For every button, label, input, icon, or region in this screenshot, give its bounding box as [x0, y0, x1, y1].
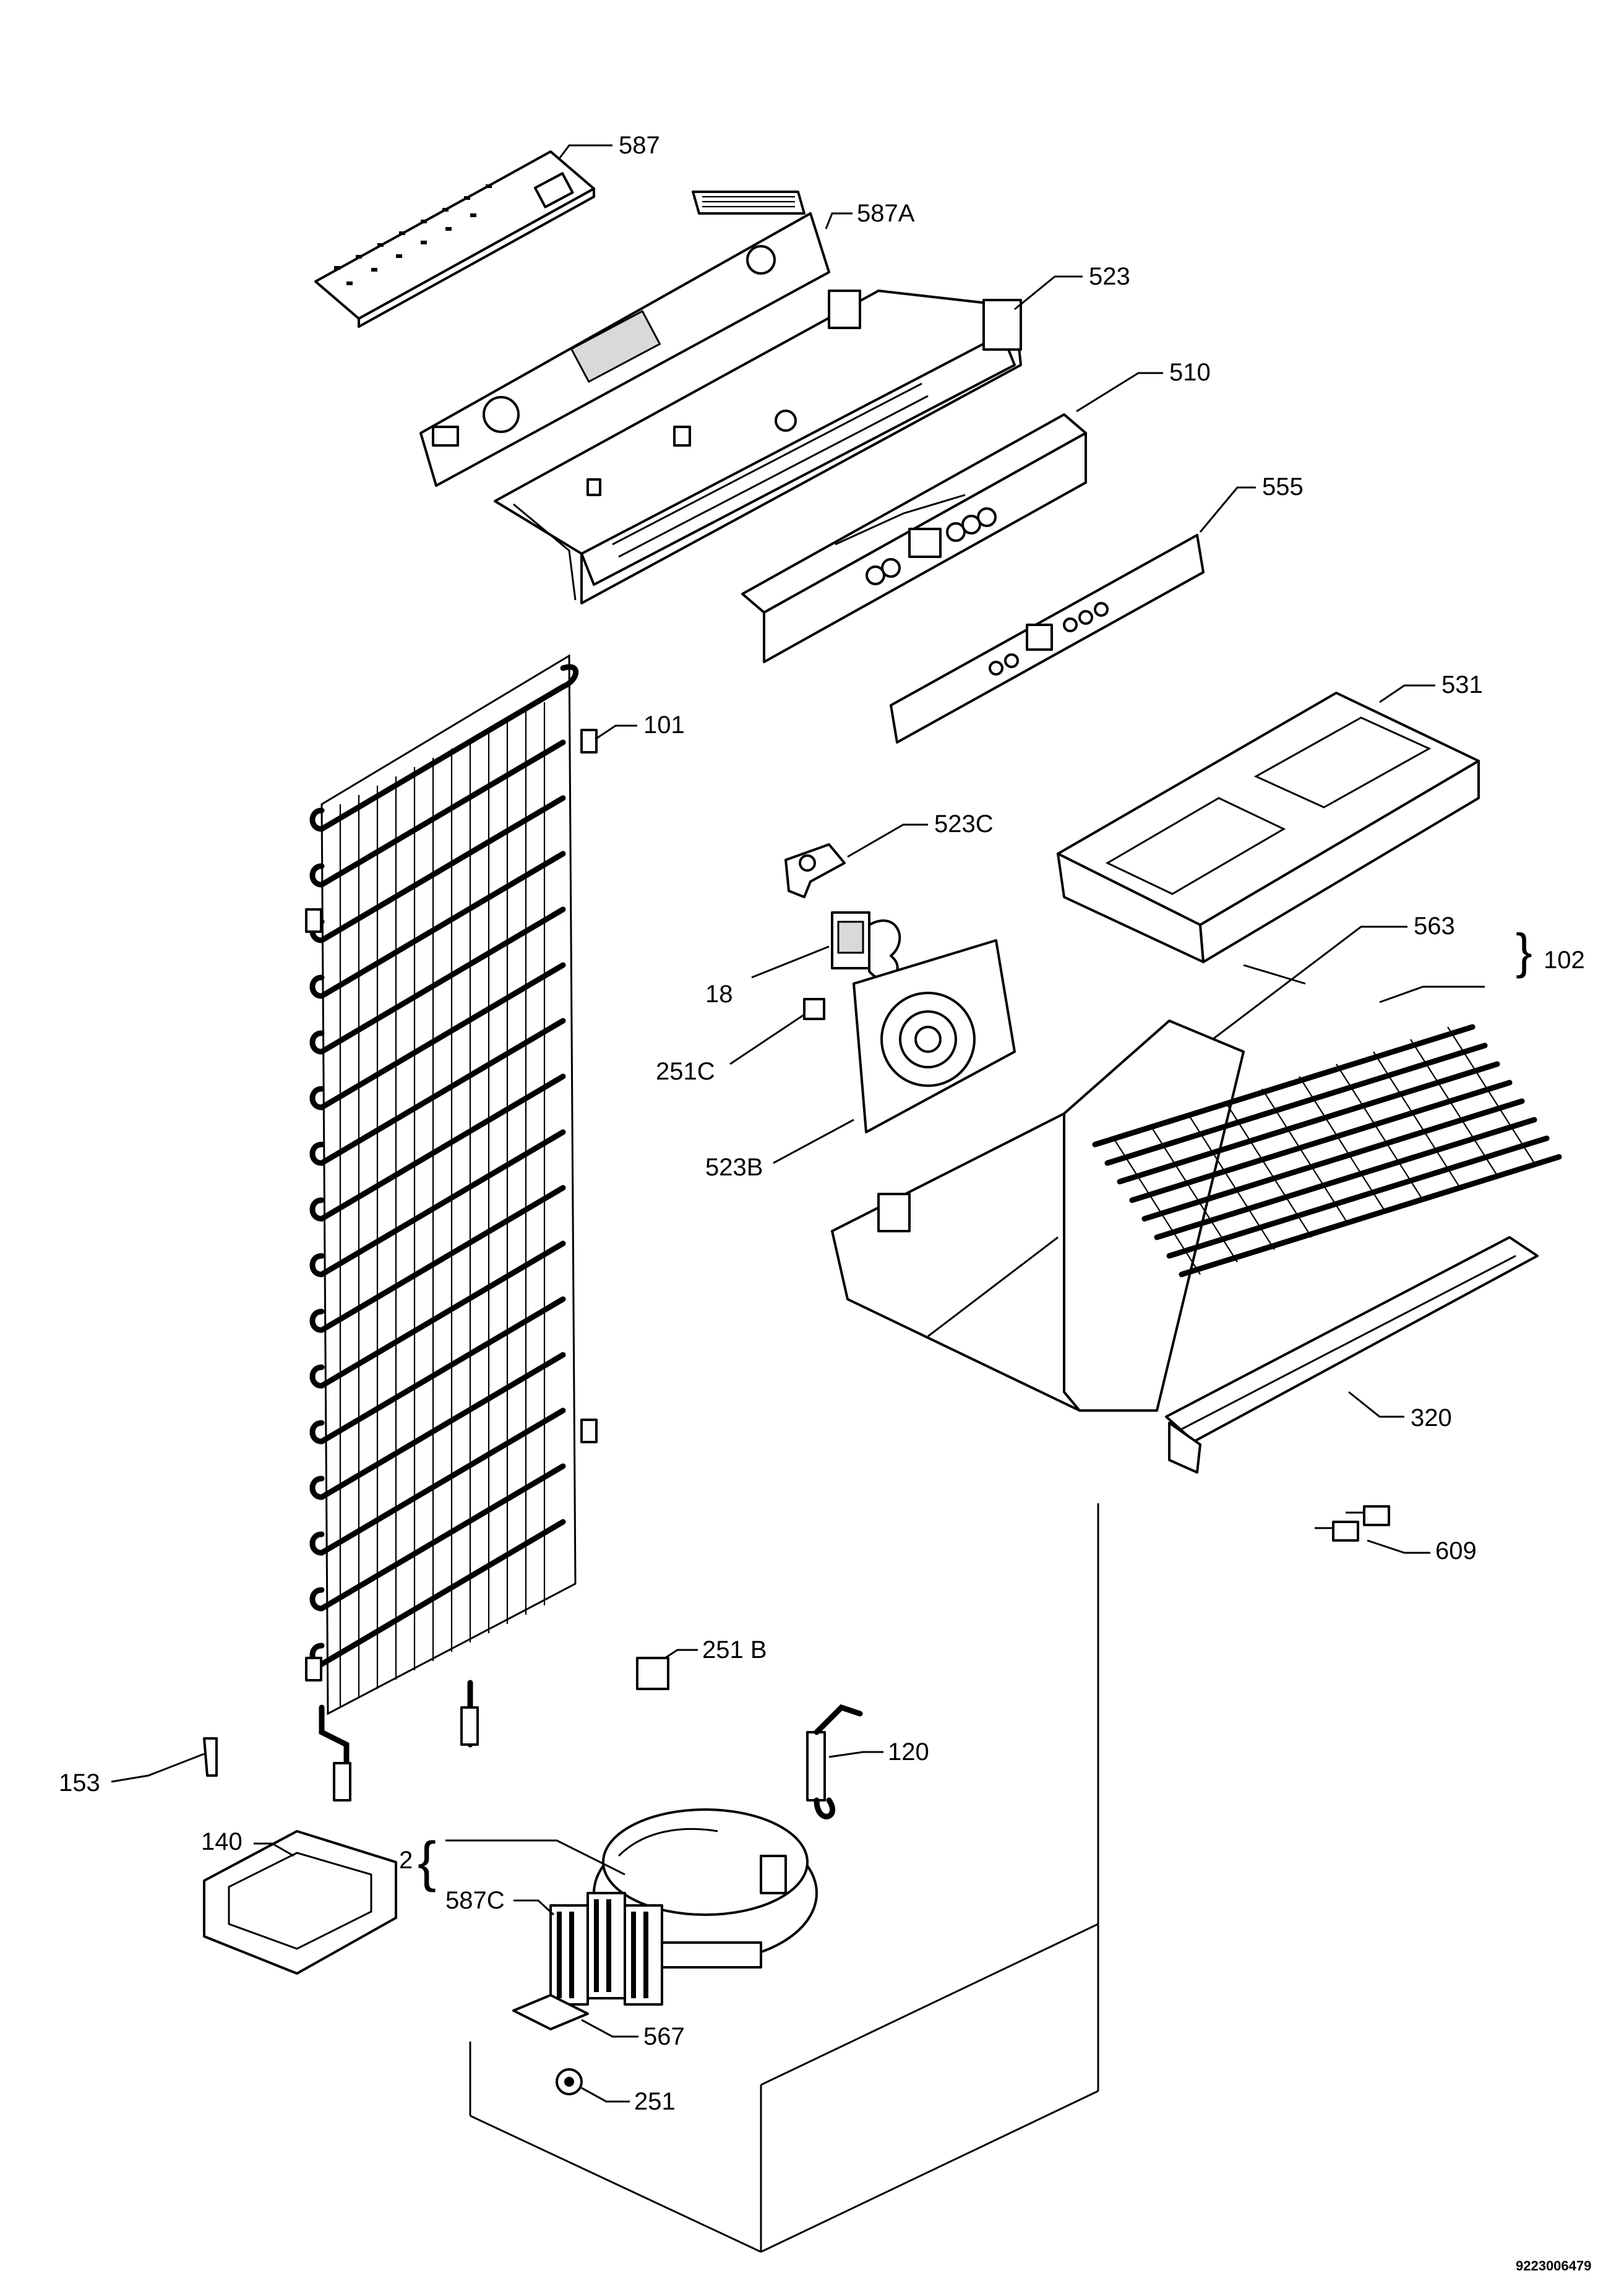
leader-523C — [847, 823, 928, 858]
part-18-fan-motor — [831, 911, 901, 981]
label-251C: 251C — [656, 1058, 715, 1085]
leader-510 — [1076, 372, 1163, 413]
label-153: 153 — [59, 1769, 100, 1797]
part-523B-fan-cover — [853, 939, 1016, 1133]
label-555: 555 — [1262, 473, 1304, 500]
label-587: 587 — [619, 132, 660, 159]
part-609-connectors — [1315, 1505, 1390, 1542]
leader-251 — [581, 2087, 630, 2103]
label-609: 609 — [1435, 1537, 1477, 1565]
leader-18 — [751, 945, 830, 979]
part-523C-bracket — [784, 843, 846, 898]
label-523C: 523C — [934, 810, 994, 838]
label-523B: 523B — [705, 1154, 763, 1181]
label-101: 101 — [643, 711, 685, 739]
label-531: 531 — [1441, 671, 1483, 698]
label-523: 523 — [1089, 263, 1130, 290]
part-555-decor-strip — [890, 534, 1205, 744]
part-120-filter-drier — [806, 1704, 863, 1819]
leader-120 — [828, 1751, 883, 1758]
brace-2: { — [418, 1831, 436, 1893]
document-number: 9223006479 — [1516, 2258, 1591, 2274]
label-140: 140 — [201, 1828, 243, 1855]
leader-587 — [559, 144, 612, 158]
leader-101 — [595, 724, 637, 741]
cabinet-outline — [469, 1503, 1099, 2253]
leader-251C — [729, 1013, 805, 1065]
part-140-drain-tray — [203, 1830, 397, 1975]
leader-251B — [664, 1649, 698, 1659]
part-102-evaporator-tray — [831, 964, 1562, 1412]
label-567: 567 — [643, 2023, 685, 2050]
label-587A: 587A — [857, 200, 915, 227]
leader-587C — [513, 1899, 555, 1916]
part-251C-damper — [803, 998, 825, 1020]
label-320: 320 — [1411, 1404, 1452, 1432]
leader-563 — [1212, 925, 1407, 1041]
part-251B-damper — [636, 1657, 669, 1690]
label-2: 2 — [399, 1847, 413, 1874]
leader-320 — [1348, 1391, 1404, 1418]
label-510: 510 — [1169, 359, 1211, 386]
part-531-cover-tray — [1057, 692, 1480, 963]
leader-609 — [1367, 1539, 1430, 1554]
part-587C-starter — [549, 1892, 663, 2006]
part-251-grommet — [556, 2068, 583, 2095]
label-18: 18 — [705, 981, 733, 1008]
leader-531 — [1379, 684, 1435, 703]
leader-555 — [1199, 486, 1256, 533]
part-510-front-panel — [741, 413, 1087, 663]
leader-567 — [581, 2019, 638, 2038]
label-563: 563 — [1414, 913, 1455, 940]
leader-140 — [254, 1842, 294, 1857]
leader-587A — [825, 212, 853, 230]
label-251B: 251 B — [702, 1636, 767, 1664]
part-587-control-board — [314, 150, 595, 328]
part-153-clip — [203, 1737, 218, 1777]
leader-102-evap — [1379, 986, 1485, 1003]
part-587A-board-frame — [419, 191, 830, 487]
leader-523 — [1014, 275, 1083, 311]
leader-523B — [773, 1119, 854, 1164]
label-120: 120 — [888, 1738, 929, 1766]
leader-153 — [111, 1753, 205, 1783]
brace-102: } — [1516, 924, 1532, 979]
label-587C: 587C — [445, 1887, 505, 1914]
label-102: 102 — [1544, 947, 1585, 974]
label-251: 251 — [634, 2088, 676, 2115]
part-567-plate — [512, 1994, 589, 2030]
part-320-handle — [1165, 1236, 1539, 1474]
part-101-condenser — [305, 654, 598, 1802]
leader-2 — [445, 1839, 625, 1876]
